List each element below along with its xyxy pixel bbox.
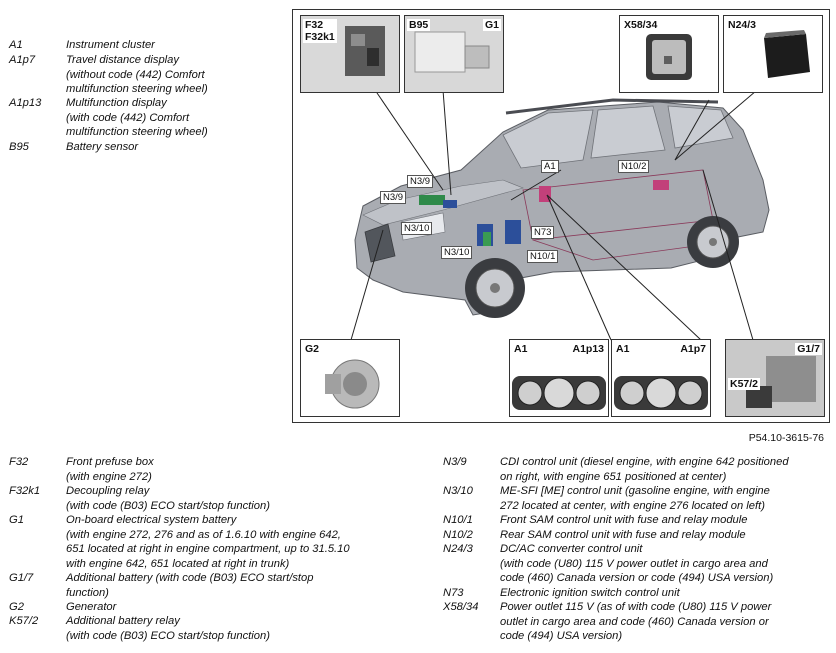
inset-label: A1p7	[678, 343, 708, 355]
inset-x58-34-power-outlet: X58/34	[619, 15, 719, 93]
inset-b95-g1-battery: B95 G1	[404, 15, 504, 93]
additional-battery-photo	[726, 340, 824, 416]
legend-code: N73	[443, 587, 464, 599]
callout-label: N10/2	[618, 160, 650, 173]
legend-row: X58/34 Power outlet 115 V (as of with co…	[443, 600, 831, 644]
inset-label: K57/2	[728, 378, 761, 390]
legend-code: N3/10	[443, 485, 473, 497]
legend-row: N3/10 ME-SFI [ME] control unit (gasoline…	[443, 484, 831, 514]
legend-desc: Travel distance display (without code (4…	[66, 54, 208, 95]
leader-lines	[350, 31, 764, 341]
legend-desc: DC/AC converter control unit (with code …	[500, 543, 774, 584]
legend-row: A1p13 Multifunction display (with code (…	[9, 96, 289, 140]
legend-desc: Additional battery (with code (B03) ECO …	[66, 572, 314, 599]
inset-label: A1	[614, 343, 632, 355]
legend-code: A1	[9, 39, 23, 51]
legend-desc: Additional battery relay (with code (B03…	[66, 615, 270, 642]
front-wheel	[465, 258, 525, 318]
legend-code: N3/9	[443, 456, 467, 468]
power-outlet-photo	[646, 34, 692, 80]
legend-desc: CDI control unit (diesel engine, with en…	[500, 456, 789, 483]
legend-desc: Rear SAM control unit with fuse and rela…	[500, 529, 746, 541]
legend-code: B95	[9, 141, 29, 153]
callout-label: N3/9	[380, 191, 407, 204]
callout-label: A1	[541, 160, 559, 173]
vehicle-component-locator-figure: F32 F32k1 B95 G1 X58/34 N24/3	[292, 9, 830, 423]
inset-label: A1p13	[570, 343, 606, 355]
legend-desc: Electronic ignition switch control unit	[500, 587, 680, 599]
callout-label: N3/10	[441, 246, 473, 259]
legend-desc: Instrument cluster	[66, 39, 155, 51]
legend-desc: On-board electrical system battery (with…	[66, 514, 350, 570]
legend-code: G1	[9, 514, 24, 526]
legend-desc: Multifunction display (with code (442) C…	[66, 97, 208, 138]
legend-desc: Battery sensor	[66, 141, 139, 153]
legend-row: N10/1 Front SAM control unit with fuse a…	[443, 513, 831, 528]
n3-9-alt-unit-highlight	[443, 200, 457, 208]
legend-row: N73 Electronic ignition switch control u…	[443, 586, 831, 601]
legend-row: N3/9 CDI control unit (diesel engine, wi…	[443, 455, 831, 485]
legend-desc: Front prefuse box (with engine 272)	[66, 456, 154, 483]
callout-label: N73	[531, 226, 555, 239]
legend-row: G1 On-board electrical system battery (w…	[9, 513, 419, 571]
rear-wheel	[687, 216, 739, 268]
figure-reference: P54.10-3615-76	[748, 432, 824, 444]
legend-code: N10/2	[443, 529, 473, 541]
legend-code: X58/34	[443, 601, 479, 613]
legend-code: K57/2	[9, 615, 39, 627]
legend-desc: Power outlet 115 V (as of with code (U80…	[500, 601, 772, 642]
legend-code: G1/7	[9, 572, 34, 584]
legend-desc: Decoupling relay (with code (B03) ECO st…	[66, 485, 270, 512]
inset-label: N24/3	[726, 19, 759, 31]
legend-row: F32 Front prefuse box (with engine 272)	[9, 455, 419, 485]
legend-row: K57/2 Additional battery relay (with cod…	[9, 614, 419, 644]
legend-row: N24/3 DC/AC converter control unit (with…	[443, 542, 831, 586]
legend-row: G2 Generator	[9, 600, 419, 615]
n10-2-unit-highlight	[653, 180, 669, 190]
inset-label: G1/7	[795, 343, 822, 355]
inset-g2-generator: G2	[300, 339, 400, 417]
legend-code: N10/1	[443, 514, 473, 526]
inset-label: X58/34	[622, 19, 660, 31]
n10-1-unit-highlight	[505, 220, 521, 244]
legend-row: A1p7 Travel distance display (without co…	[9, 53, 289, 97]
legend-code: N24/3	[443, 543, 473, 555]
legend-code: A1p7	[9, 54, 36, 66]
legend-code: A1p13	[9, 97, 42, 109]
inset-a1-a1p7-cluster: A1 A1p7	[611, 339, 711, 417]
legend-row: F32k1 Decoupling relay (with code (B03) …	[9, 484, 419, 514]
inset-n24-3-converter: N24/3	[723, 15, 823, 93]
inset-f32-fuse-box: F32 F32k1	[300, 15, 400, 93]
legend-code: F32	[9, 456, 29, 468]
inset-label: A1	[512, 343, 530, 355]
inset-a1-a1p13-cluster: A1 A1p13	[509, 339, 609, 417]
inset-g1-7-k57-2-battery: G1/7 K57/2	[725, 339, 825, 417]
n3-9-unit-highlight	[419, 195, 445, 205]
fuse-box-photo	[301, 16, 399, 92]
legend-row: N10/2 Rear SAM control unit with fuse an…	[443, 528, 831, 543]
generator-photo	[325, 359, 380, 409]
legend-row: B95 Battery sensor	[9, 140, 289, 155]
callout-label: N10/1	[527, 250, 559, 263]
legend-desc: ME-SFI [ME] control unit (gasoline engin…	[500, 485, 770, 512]
inset-label: B95	[407, 19, 431, 31]
legend-code: F32k1	[9, 485, 41, 497]
inset-label: G1	[482, 19, 501, 31]
vehicle-illustration	[350, 31, 770, 341]
inset-label: F32 F32k1	[303, 19, 337, 43]
inset-label: G2	[303, 343, 322, 355]
legend-row: G1/7 Additional battery (with code (B03)…	[9, 571, 419, 601]
legend-row: A1 Instrument cluster	[9, 38, 289, 53]
converter-photo	[764, 30, 810, 78]
legend-desc: Generator	[66, 601, 117, 613]
callout-label: N3/9	[407, 175, 434, 188]
callout-label: N3/10	[401, 222, 433, 235]
instrument-cluster-photo	[512, 376, 606, 410]
instrument-cluster-photo	[614, 376, 708, 410]
legend-desc: Front SAM control unit with fuse and rel…	[500, 514, 748, 526]
legend-code: G2	[9, 601, 24, 613]
